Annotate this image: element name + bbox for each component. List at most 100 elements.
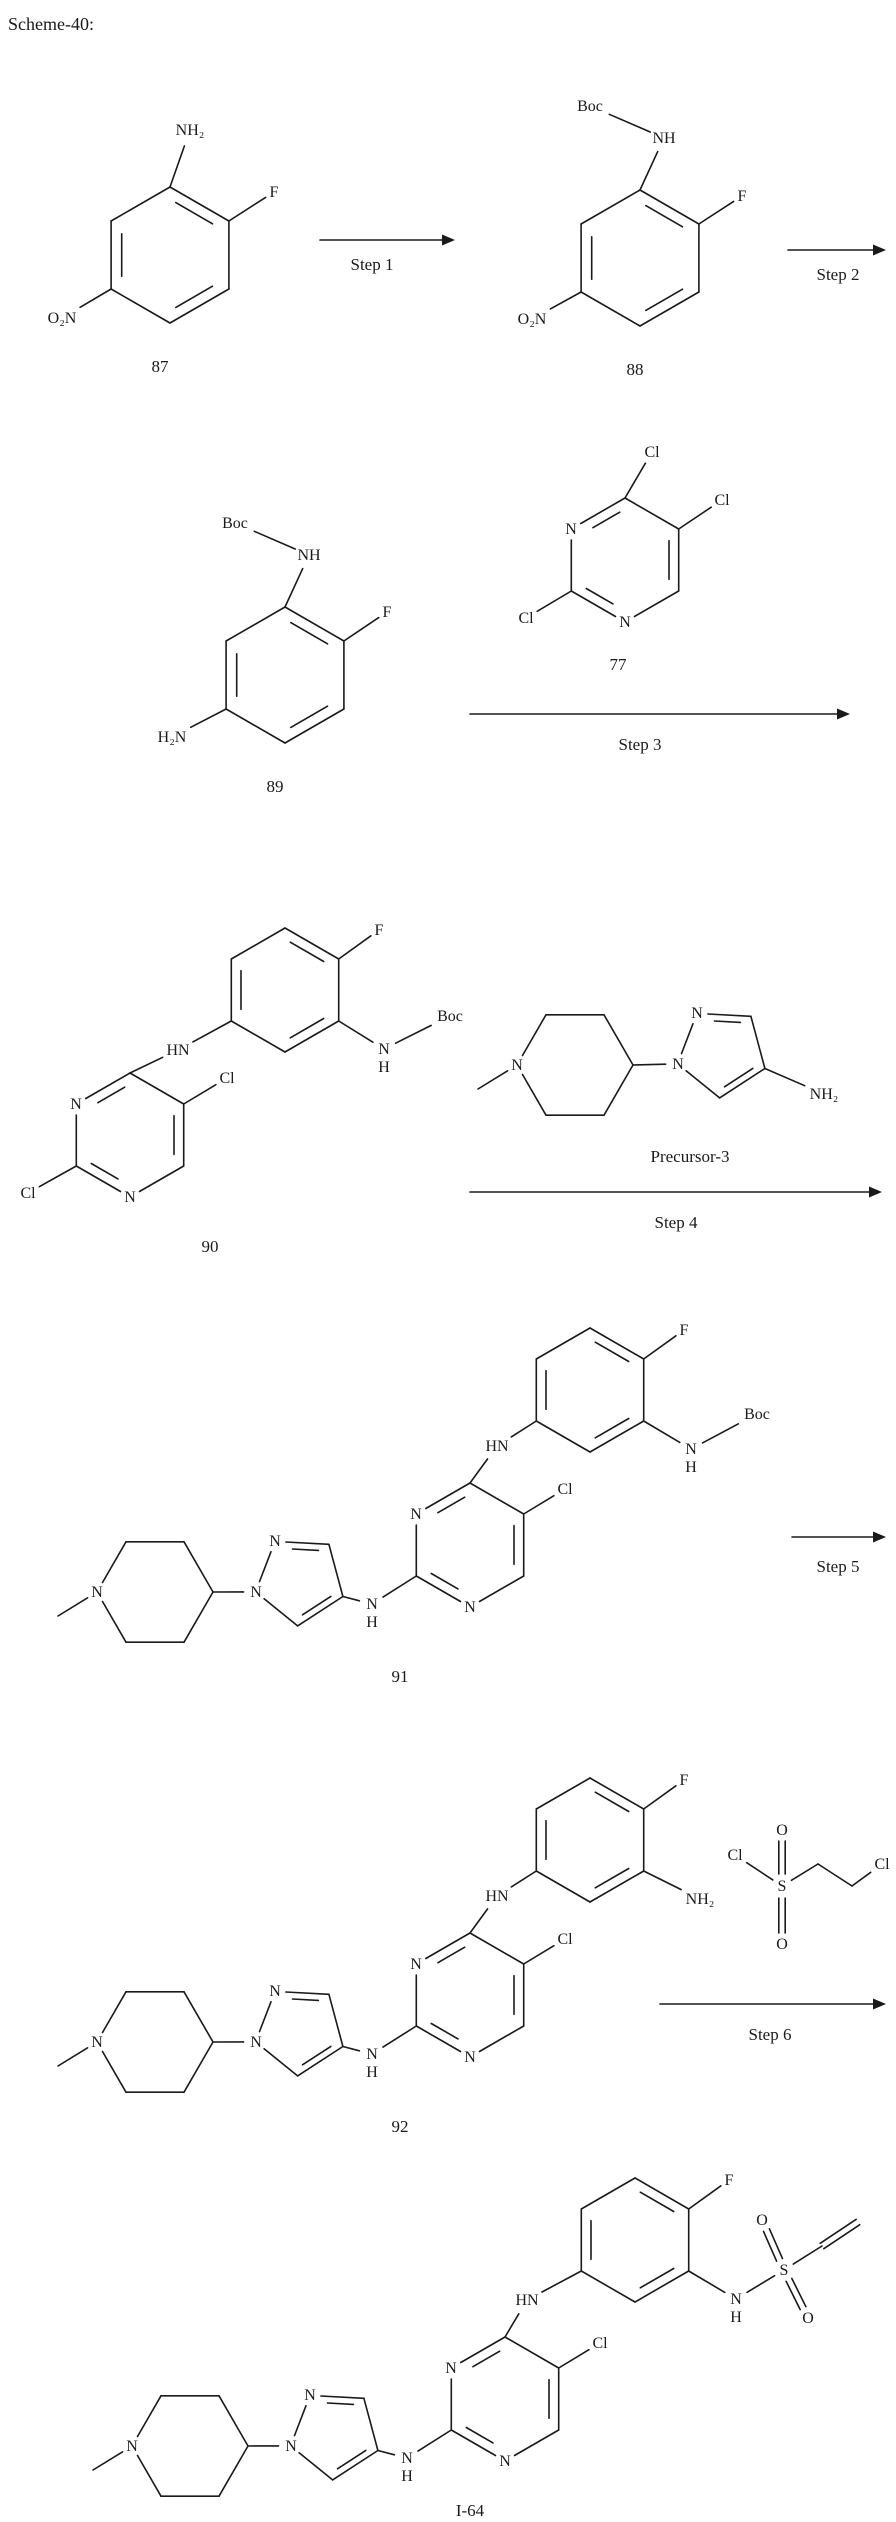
bond — [101, 1600, 127, 1643]
bond-layer — [38, 113, 886, 2497]
bond — [230, 927, 286, 960]
bond — [707, 1013, 752, 1018]
bond — [459, 2336, 506, 2364]
bond — [762, 2230, 778, 2262]
bond — [642, 1335, 677, 1360]
bond — [343, 616, 380, 642]
bond — [218, 2395, 249, 2447]
bond — [284, 708, 345, 744]
ring-nitrogen-label: N — [410, 1506, 422, 1523]
bond — [424, 1482, 471, 1510]
compound-92: F NH₂ HN Cl N N N H N N N 92 — [91, 1772, 714, 2136]
bond — [478, 1575, 525, 1603]
bond — [785, 2280, 802, 2311]
bond — [394, 1024, 433, 1044]
bond — [263, 1598, 299, 1627]
bond — [687, 2270, 726, 2294]
ring-nitrogen-label: N — [464, 2049, 476, 2066]
bond — [768, 2228, 784, 2260]
bond — [639, 150, 659, 191]
bond — [38, 1165, 78, 1188]
bond — [718, 1067, 766, 1099]
compound-number: 90 — [202, 1237, 219, 1256]
bond — [382, 2025, 418, 2048]
bond — [634, 2270, 690, 2303]
nitro-label: O₂N — [518, 311, 547, 328]
bond — [189, 708, 227, 729]
bond — [284, 1020, 340, 1053]
bond — [639, 291, 700, 327]
chloro-label: Cl — [219, 1070, 235, 1087]
nh-label: NH — [652, 130, 676, 147]
bond — [469, 1482, 525, 1515]
chloro-label: Cl — [592, 2335, 608, 2352]
bond — [510, 1870, 538, 1888]
bond — [536, 590, 573, 613]
fluoro-label: F — [680, 1772, 689, 1789]
oxygen-label: O — [776, 1822, 788, 1839]
pyrazole-n2-label: N — [269, 1983, 281, 2000]
bond — [594, 1341, 630, 1363]
pyrazole-n1-label: N — [672, 1056, 684, 1073]
step-3-label: Step 3 — [619, 735, 662, 754]
bond — [541, 2270, 583, 2293]
piperidine-n-label: N — [91, 1584, 103, 1601]
bond — [642, 1785, 677, 1810]
bond — [790, 1863, 819, 1882]
chloro-label: Cl — [644, 444, 660, 461]
compound-number: 77 — [610, 655, 628, 674]
ring-nitrogen-label: N — [124, 1189, 136, 1206]
pyrazole-n1-label: N — [250, 2034, 262, 2051]
compound-number: 89 — [267, 777, 284, 796]
bond — [169, 145, 186, 188]
ring-nitrogen-label: N — [619, 614, 631, 631]
ring-nitrogen-label: N — [565, 521, 577, 538]
bond — [580, 189, 641, 225]
compound-i64: F N H S O O HN Cl N N N H N N N I-64 — [126, 2172, 814, 2520]
oxygen-label: O — [802, 2310, 814, 2327]
bond — [289, 941, 325, 963]
bond — [792, 2245, 823, 2265]
bond — [129, 1072, 185, 1105]
pyrazole-n2-label: N — [269, 1533, 281, 1550]
bond — [85, 1072, 131, 1100]
scheme-title: Scheme-40: — [8, 14, 94, 34]
bond — [639, 2267, 675, 2289]
carbamate-h-label: H — [378, 1059, 390, 1076]
bond — [298, 2452, 334, 2481]
bond — [136, 2395, 162, 2438]
bond — [285, 1541, 330, 1546]
linker-h-label: H — [366, 1614, 378, 1631]
bond — [228, 196, 267, 222]
bond — [129, 1056, 164, 1074]
bond — [263, 2048, 299, 2077]
bond — [289, 1017, 325, 1039]
bond — [284, 567, 304, 608]
boc-label: Boc — [744, 1406, 770, 1423]
step-4-label: Step 4 — [655, 1213, 698, 1232]
bond — [437, 1946, 466, 1964]
bond — [57, 1597, 89, 1617]
bond — [469, 1458, 489, 1484]
chloro-label: Cl — [874, 1856, 890, 1873]
bond — [585, 587, 614, 605]
compound-number: 91 — [392, 1667, 409, 1686]
chloro-label: Cl — [557, 1481, 573, 1498]
reaction-arrowhead — [442, 234, 455, 246]
bond — [817, 1863, 853, 1887]
bond — [639, 2191, 675, 2213]
bond — [642, 1870, 683, 1891]
bond — [570, 590, 617, 618]
bond — [218, 2445, 249, 2497]
bond — [328, 1993, 344, 2048]
hn-label: HN — [485, 1438, 509, 1455]
bond — [790, 2277, 807, 2308]
linker-h-label: H — [401, 2468, 413, 2485]
nitro-label: O₂N — [48, 310, 77, 327]
bond — [301, 2045, 332, 2066]
reaction-arrowhead — [837, 708, 850, 720]
sulfonamide-n-label: N — [730, 2291, 742, 2308]
bond — [504, 2313, 520, 2338]
bond — [225, 708, 286, 744]
bond — [258, 1550, 272, 1583]
